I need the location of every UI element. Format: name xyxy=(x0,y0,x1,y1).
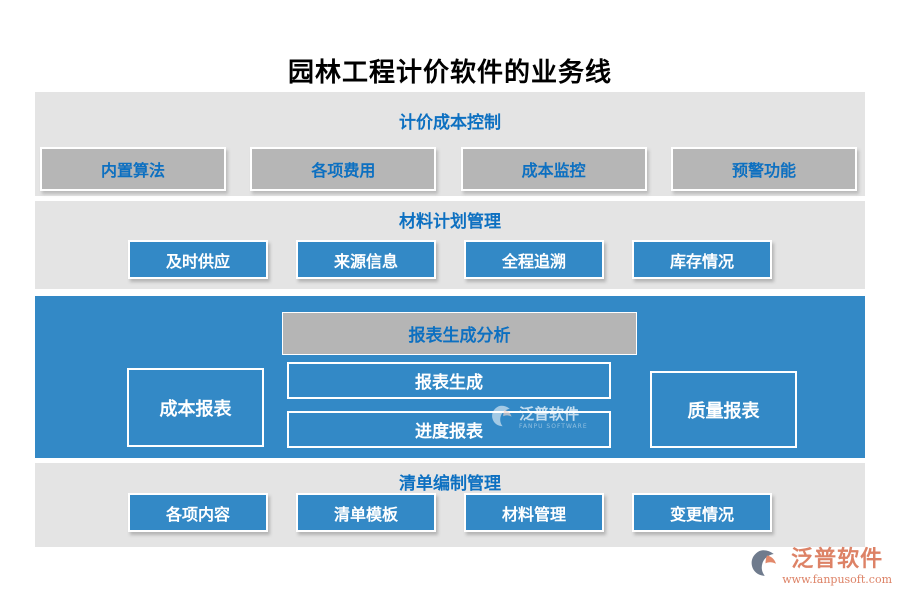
node-quality-report: 质量报表 xyxy=(650,371,797,448)
node-various-fees: 各项费用 xyxy=(250,147,437,191)
node-warning-function: 预警功能 xyxy=(670,147,857,191)
section-cost-control-title: 计价成本控制 xyxy=(399,113,501,133)
section-cost-control: 计价成本控制 内置算法 各项费用 成本监控 预警功能 xyxy=(35,92,865,196)
node-cost-monitoring: 成本监控 xyxy=(460,147,647,191)
node-full-tracing: 全程追溯 xyxy=(464,240,604,279)
section-report-analysis: 报表生成分析 成本报表 报表生成 进度报表 质量报表 泛普软件 FANPU SO… xyxy=(35,296,865,458)
brand-text-block: 泛普软件 www.fanpusoft.com xyxy=(782,547,892,587)
node-source-info: 来源信息 xyxy=(296,240,436,279)
node-progress-report: 进度报表 xyxy=(287,411,611,448)
fanpu-logo-icon xyxy=(749,548,779,582)
node-report-generation: 报表生成 xyxy=(287,362,611,399)
list-management-node-row: 各项内容 清单模板 材料管理 变更情况 xyxy=(35,493,865,532)
brand-logo: 泛普软件 www.fanpusoft.com xyxy=(749,547,892,587)
cost-control-node-row: 内置算法 各项费用 成本监控 预警功能 xyxy=(35,147,865,191)
node-timely-supply: 及时供应 xyxy=(128,240,268,279)
brand-name: 泛普软件 xyxy=(791,547,884,572)
page-title: 园林工程计价软件的业务线 xyxy=(287,58,612,88)
section-material-plan-title: 材料计划管理 xyxy=(399,212,501,232)
brand-url: www.fanpusoft.com xyxy=(782,573,892,587)
node-builtin-algorithm: 内置算法 xyxy=(40,147,226,191)
node-inventory-status: 库存情况 xyxy=(632,240,772,279)
section-list-management: 清单编制管理 各项内容 清单模板 材料管理 变更情况 xyxy=(35,463,865,547)
section-list-management-title: 清单编制管理 xyxy=(399,474,501,494)
node-content-items: 各项内容 xyxy=(128,493,268,532)
node-change-status: 变更情况 xyxy=(632,493,772,532)
material-plan-node-row: 及时供应 来源信息 全程追溯 库存情况 xyxy=(35,240,865,279)
node-report-analysis-header: 报表生成分析 xyxy=(282,312,637,355)
node-material-management: 材料管理 xyxy=(464,493,604,532)
node-list-template: 清单模板 xyxy=(296,493,436,532)
node-cost-report: 成本报表 xyxy=(127,368,264,447)
section-material-plan: 材料计划管理 及时供应 来源信息 全程追溯 库存情况 xyxy=(35,201,865,289)
